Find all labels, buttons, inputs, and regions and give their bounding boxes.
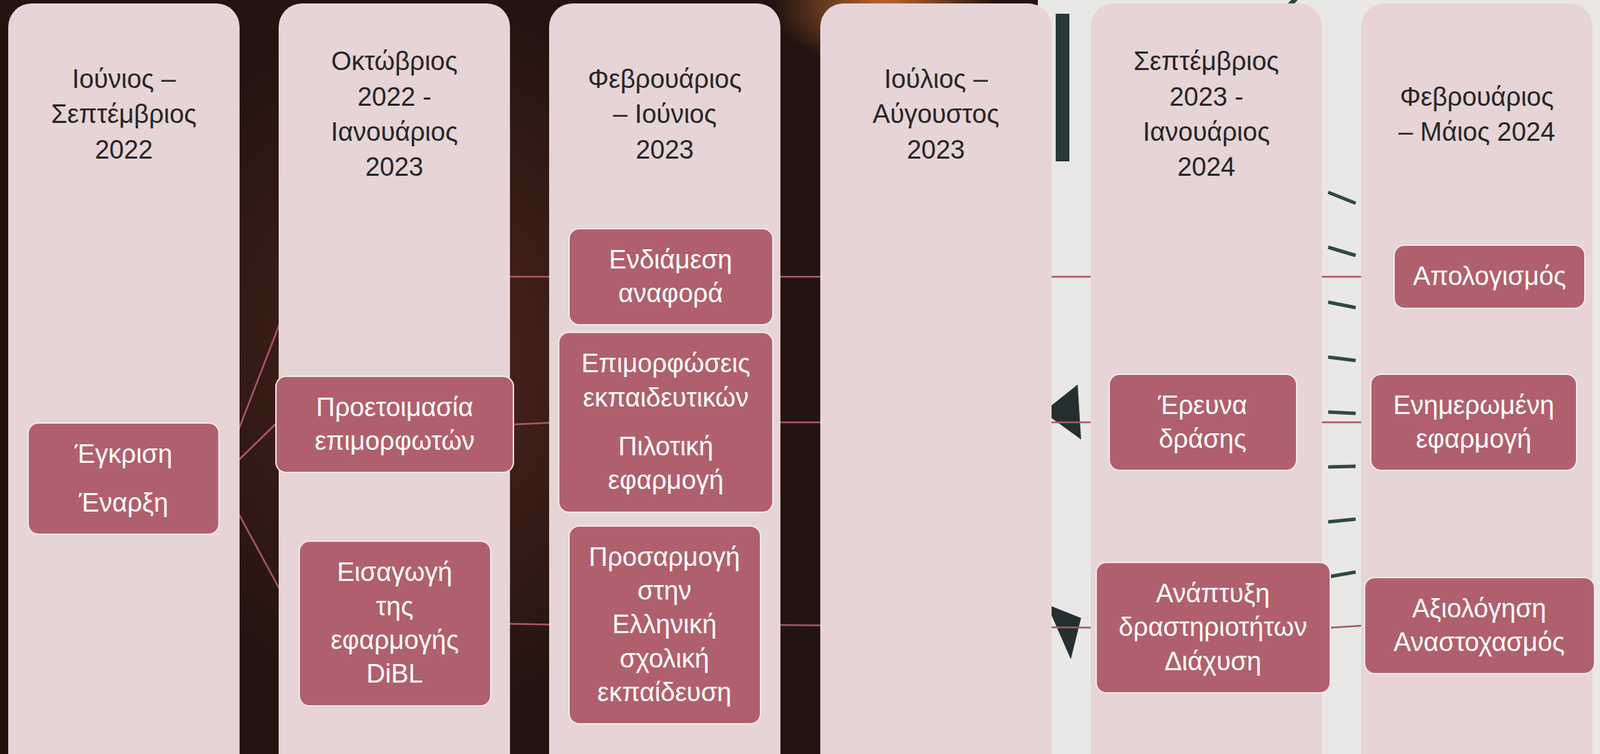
activity-box: Έρευνα δράσης [1108,373,1298,472]
period-heading: Οκτώβριος 2022 - Ιανουάριος 2023 [310,43,479,185]
clock-tick [1328,466,1356,467]
activity-box: Ανάπτυξη δραστηριοτήτων Διάχυση [1095,561,1331,694]
period-column: Σεπτέμβριος 2023 - Ιανουάριος 2024Έρευνα… [1090,3,1323,754]
activity-text: Ανάπτυξη δραστηριοτήτων Διάχυση [1113,576,1314,679]
activity-box: Απολογισμός [1393,244,1586,309]
period-heading: Ιούνιος – Σεπτέμβριος 2022 [39,61,208,168]
clock-tick [1328,571,1356,577]
period-heading: Σεπτέμβριος 2023 - Ιανουάριος 2024 [1122,43,1291,185]
activity-box: Αξιολόγηση Αναστοχασμός [1363,576,1596,675]
clock-ticks [1328,192,1356,577]
activity-text: Έρευνα δράσης [1126,388,1280,457]
activity-text: Προετοιμασία επιμορφωτών [293,390,497,459]
activity-text: Επιμορφώσεις εκπαιδευτικών [575,346,756,415]
activity-box: Προσαρμογή στην Ελληνική σχολική εκπαίδε… [568,525,762,725]
activity-text: Έγκριση [45,437,202,471]
period-column: Οκτώβριος 2022 - Ιανουάριος 2023Προετοιμ… [278,3,510,754]
activity-box: Επιμορφώσεις εκπαιδευτικώνΠιλοτική εφαρμ… [558,331,774,513]
period-column: Φεβρουάριος – Ιούνιος 2023Ενδιάμεση αναφ… [549,3,781,754]
period-heading: Φεβρουάριος – Ιούνιος 2023 [580,61,749,168]
activity-text: Πιλοτική εφαρμογή [575,429,756,498]
activity-text: Ενδιάμεση αναφορά [586,242,756,311]
activity-box: Εισαγωγή της εφαρμογής DiBL [298,540,492,707]
period-column: Ιούνιος – Σεπτέμβριος 2022ΈγκρισηΈναρξη [8,3,240,754]
activity-text: Αξιολόγηση Αναστοχασμός [1381,591,1578,660]
activity-box: ΈγκρισηΈναρξη [27,422,220,536]
activity-text: Ενημερωμένη εφαρμογή [1387,388,1560,457]
clock-tick [1328,356,1356,361]
activity-box: Προετοιμασία επιμορφωτών [275,375,515,474]
period-column: Φεβρουάριος – Μάιος 2024ΑπολογισμόςΕνημε… [1361,3,1593,754]
clock-tick [1328,518,1356,522]
activity-text: Απολογισμός [1411,259,1568,294]
period-heading: Φεβρουάριος – Μάιος 2024 [1392,79,1561,151]
clock-numeral [1055,13,1070,162]
period-heading: Ιούλιος – Αύγουστος 2023 [851,61,1020,168]
clock-tick [1328,192,1356,204]
timeline-connector [1330,625,1364,628]
clock-hand [1046,604,1082,659]
clock-tick [1328,302,1356,308]
activity-box: Ενημερωμένη εφαρμογή [1370,373,1578,472]
activity-text: Εισαγωγή της εφαρμογής DiBL [316,555,474,692]
clock-tick [1328,247,1356,256]
activity-box: Ενδιάμεση αναφορά [568,227,774,327]
activity-text: Προσαρμογή στην Ελληνική σχολική εκπαίδε… [586,540,744,710]
clock-tick [1328,411,1356,414]
activity-text: Έναρξη [45,485,202,520]
period-column: Ιούλιος – Αύγουστος 2023 [820,3,1052,754]
